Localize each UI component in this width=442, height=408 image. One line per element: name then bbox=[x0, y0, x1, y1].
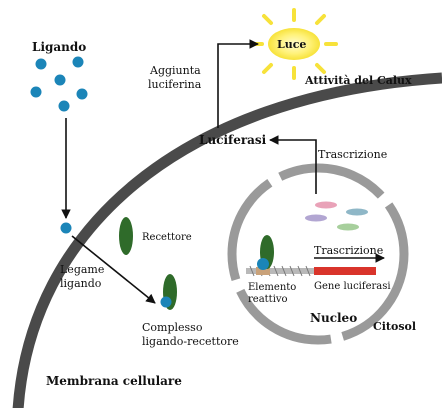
label-ligando-recettore: ligando-recettore bbox=[142, 335, 239, 348]
luciferase-gene bbox=[314, 267, 376, 275]
label-ligando-2: ligando bbox=[60, 277, 102, 290]
ligand-molecules bbox=[30, 56, 88, 112]
complex-on-dna bbox=[257, 235, 274, 270]
label-recettore: Recettore bbox=[142, 232, 192, 243]
label-aggiunta: Aggiunta bbox=[149, 64, 201, 77]
receptor bbox=[119, 217, 133, 255]
label-membrana: Membrana cellulare bbox=[46, 374, 182, 388]
label-nucleo: Nucleo bbox=[310, 311, 357, 325]
label-legame: Legame bbox=[60, 263, 104, 276]
label-trascrizione-nucleo: Trascrizione bbox=[314, 244, 383, 257]
label-luciferasi: Luciferasi bbox=[199, 133, 267, 147]
label-luce: Luce bbox=[277, 38, 306, 51]
ligand-receptor-complex bbox=[160, 274, 177, 310]
label-gene-luciferasi: Gene luciferasi bbox=[314, 281, 391, 292]
mrna-icon bbox=[305, 201, 368, 231]
label-luciferina: luciferina bbox=[148, 78, 202, 91]
luciferase-to-light-arrow bbox=[217, 39, 259, 128]
label-citosol: Citosol bbox=[373, 320, 416, 333]
label-reattivo: reattivo bbox=[248, 294, 288, 305]
cell-membrane bbox=[12, 72, 442, 408]
bound-ligand bbox=[60, 222, 72, 234]
label-complesso: Complesso bbox=[142, 321, 203, 334]
responsive-element bbox=[256, 267, 270, 275]
transcription-arrow bbox=[269, 135, 317, 194]
label-elemento: Elemento bbox=[248, 282, 296, 293]
nucleus bbox=[227, 163, 409, 345]
label-ligando: Ligando bbox=[32, 40, 86, 54]
label-trascrizione-top: Trascrizione bbox=[318, 148, 387, 161]
light-burst-icon bbox=[250, 8, 338, 80]
label-attivita: Attività del Calux bbox=[304, 74, 412, 87]
binding-arrow bbox=[71, 235, 156, 304]
